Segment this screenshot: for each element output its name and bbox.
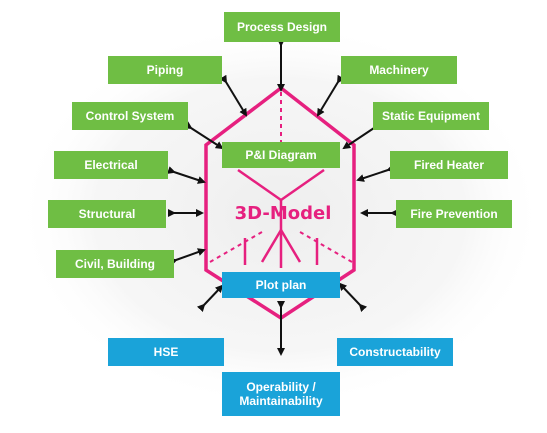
- hse-box: HSE: [108, 338, 224, 366]
- connector-arrows: [167, 39, 398, 356]
- fired-heater-box: Fired Heater: [390, 151, 508, 179]
- civil-building-box: Civil, Building: [56, 250, 174, 278]
- arrow-civil-building: [169, 248, 206, 266]
- electrical-box: Electrical: [54, 151, 168, 179]
- process-design-box: Process Design: [224, 12, 340, 42]
- arrow-electrical: [167, 166, 206, 184]
- arrow-fired-heater: [356, 164, 395, 182]
- arrow-static-equipment: [342, 121, 382, 150]
- static-equipment-box: Static Equipment: [373, 102, 489, 130]
- constructability-box: Constructability: [337, 338, 453, 366]
- control-system-box: Control System: [72, 102, 188, 130]
- arrow-hse: [196, 284, 224, 313]
- arrow-control-system: [183, 121, 224, 150]
- fire-prevention-box: Fire Prevention: [396, 200, 512, 228]
- cube-hidden-lines: [209, 92, 353, 263]
- operability-line1: Operability /: [246, 380, 316, 394]
- operability-line2: Maintainability: [239, 394, 323, 408]
- structural-box: Structural: [48, 200, 166, 228]
- piping-box: Piping: [108, 56, 222, 84]
- cube-inner-lines: [237, 168, 325, 268]
- operability-maintainability-box: Operability / Maintainability: [222, 372, 340, 416]
- arrow-machinery: [316, 74, 345, 117]
- machinery-box: Machinery: [341, 56, 457, 84]
- plot-plan-box: Plot plan: [222, 272, 340, 298]
- arrow-piping: [219, 74, 248, 117]
- arrow-constructability: [338, 282, 368, 313]
- pid-diagram-box: P&I Diagram: [222, 142, 340, 168]
- model-center-label: 3D-Model: [234, 202, 332, 224]
